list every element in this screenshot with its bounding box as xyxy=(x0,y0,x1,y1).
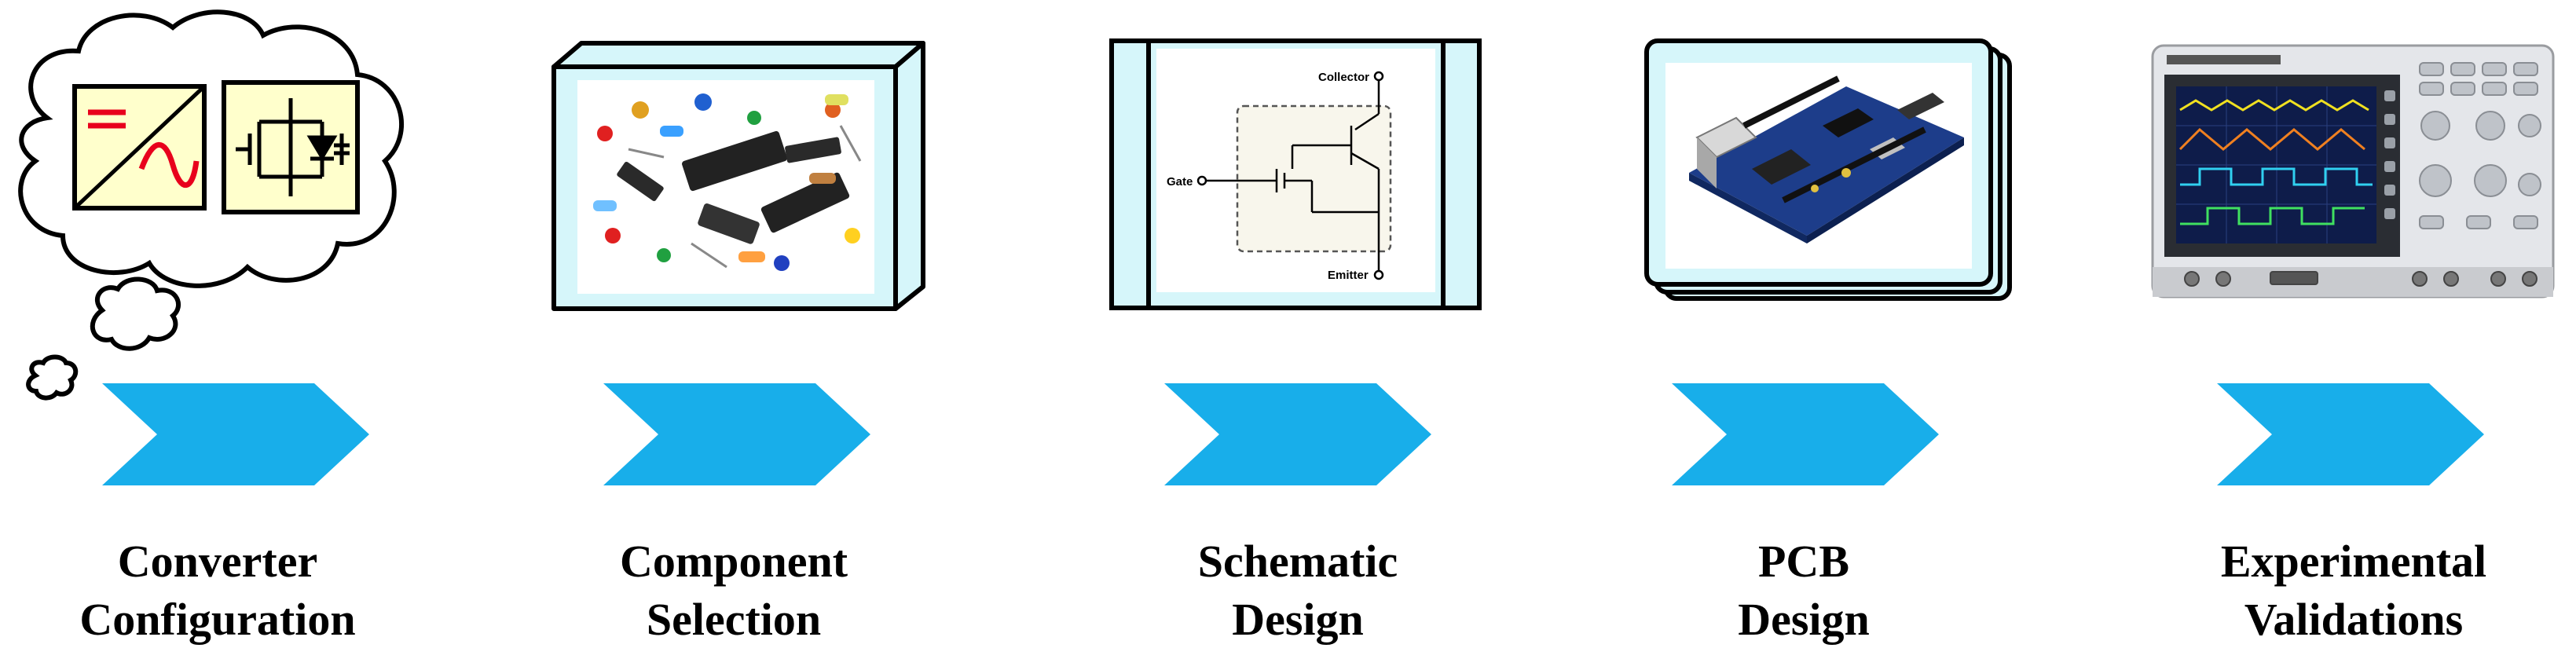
flow-arrow-shape xyxy=(1164,383,1431,485)
igbt-symbol xyxy=(1196,71,1384,280)
flow-arrow-5 xyxy=(2217,383,2484,485)
flow-arrow-1 xyxy=(102,383,369,485)
step-label-line1: Experimental xyxy=(2220,536,2487,587)
collector-label: Collector xyxy=(1318,71,1369,84)
step-label-line1: Converter xyxy=(117,536,318,587)
step-label-line2: Selection xyxy=(646,594,822,645)
thought-cloud-icon xyxy=(18,9,405,401)
thought-bubble-medium xyxy=(90,276,181,351)
flow-arrow-3 xyxy=(1164,383,1431,485)
circuit-board xyxy=(1689,75,1964,243)
flow-arrow-2 xyxy=(603,383,870,485)
step-label-line1: Schematic xyxy=(1197,536,1398,587)
step-label-converter-configuration: Converter Configuration xyxy=(0,533,438,649)
flow-arrow-shape xyxy=(102,383,369,485)
step-label-line2: Design xyxy=(1738,594,1870,645)
gate-label: Gate xyxy=(1167,175,1193,189)
step-label-component-selection: Component Selection xyxy=(514,533,954,649)
waveform-green xyxy=(2180,207,2365,225)
step-component-selection xyxy=(503,0,974,659)
step-converter-configuration xyxy=(0,0,440,659)
step-label-experimental-validations: Experimental Validations xyxy=(2134,533,2574,649)
flow-arrow-shape xyxy=(2217,383,2484,485)
flow-arrow-shape xyxy=(1672,383,1939,485)
oscilloscope-icon xyxy=(2151,44,2555,298)
waveform-orange xyxy=(2178,127,2365,151)
step-schematic-design: Collector Gate Emitter xyxy=(1061,0,1548,659)
control-panel xyxy=(2419,62,2541,229)
step-label-schematic-design: Schematic Design xyxy=(1078,533,1518,649)
emitter-label: Emitter xyxy=(1328,269,1369,282)
dc-ac-converter-block xyxy=(72,84,207,211)
step-label-line2: Configuration xyxy=(79,594,356,645)
component-parts xyxy=(593,93,862,271)
waveform-yellow xyxy=(2179,99,2369,112)
step-experimental-validations xyxy=(2121,0,2576,659)
step-label-line1: Component xyxy=(619,536,848,587)
step-pcb-design xyxy=(1587,0,2058,659)
pcb-board-icon xyxy=(1644,38,2012,301)
flow-arrow-shape xyxy=(603,383,870,485)
probe-connectors xyxy=(2184,271,2538,287)
thought-bubble-small xyxy=(26,354,79,401)
step-label-line2: Validations xyxy=(2244,594,2464,645)
schematic-icon: Collector Gate Emitter xyxy=(1109,38,1482,310)
electronic-components-icon xyxy=(551,41,925,311)
waveform-cyan xyxy=(2180,167,2373,186)
step-label-line1: PCB xyxy=(1758,536,1849,587)
screen-side-buttons xyxy=(2384,90,2395,219)
step-label-pcb-design: PCB Design xyxy=(1584,533,2024,649)
power-switch-block xyxy=(222,80,360,214)
step-label-line2: Design xyxy=(1232,594,1364,645)
flow-arrow-4 xyxy=(1672,383,1939,485)
igbt-package-outline xyxy=(1236,104,1392,253)
